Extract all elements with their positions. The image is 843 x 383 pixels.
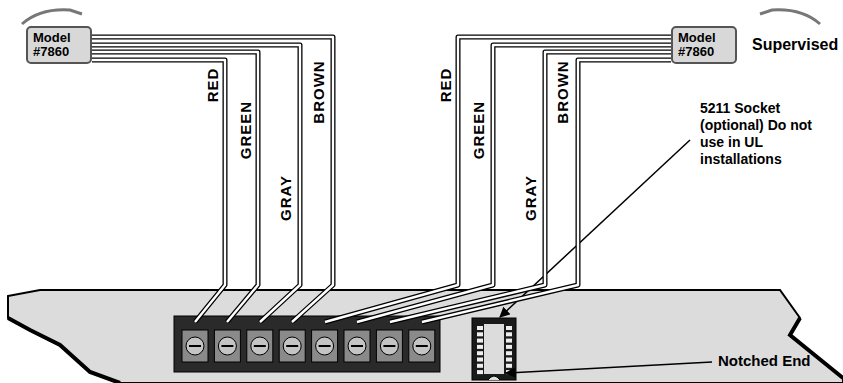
model-label: Model #7860 [33,31,85,59]
wire [357,45,671,322]
plug-label-box: Model #7860 [26,26,92,64]
terminal-screw [279,330,305,362]
board-edge [8,318,120,383]
wire-color-label: GRAY [277,175,294,221]
wire-color-label: RED [204,68,221,103]
wire [92,60,225,322]
terminal-screw [344,330,370,362]
wire-color-label: RED [437,68,454,103]
socket-pin [477,339,483,343]
wire-color-label: BROWN [310,60,327,123]
socket-pin [506,326,512,330]
socket-pin [477,332,483,336]
terminal-screw [182,330,208,362]
socket-slot [484,324,504,374]
wire [422,60,671,322]
callout-label: Notched End [718,352,811,369]
plug-label-box: Model #7860 [671,26,737,64]
socket-pin [506,364,512,368]
socket-pin [477,351,483,355]
socket-pin [506,351,512,355]
plug-latch [760,10,820,24]
socket-pin [477,326,483,330]
leader-line [506,362,712,373]
terminal-block [174,316,440,372]
socket-pin [477,364,483,368]
wire-color-label: GREEN [237,101,254,159]
wire [325,37,671,322]
wire [92,37,333,322]
socket-pin [506,332,512,336]
socket-pin [506,345,512,349]
terminal-screw [409,330,435,362]
wire-color-label: GRAY [522,175,539,221]
plug-latch [22,10,82,24]
wire [92,52,258,322]
socket-notch [488,376,500,380]
terminal-screw [376,330,402,362]
wire [390,52,671,322]
socket-pin [506,358,512,362]
callout-label: 5211 Socket (optional) Do not use in UL … [700,100,835,168]
socket-pin [506,339,512,343]
terminal-screw [312,330,338,362]
wire-color-label: GREEN [470,101,487,159]
socket-pin [477,358,483,362]
model-label: Model #7860 [678,31,730,59]
terminal-screw [214,330,240,362]
wire [92,45,300,322]
socket-pin [477,370,483,374]
socket-pin [477,345,483,349]
wire-color-label: BROWN [554,60,571,123]
terminal-screw [247,330,273,362]
board-edge [790,318,843,378]
socket-5211 [472,318,516,380]
callout-label: Supervised [752,36,838,54]
